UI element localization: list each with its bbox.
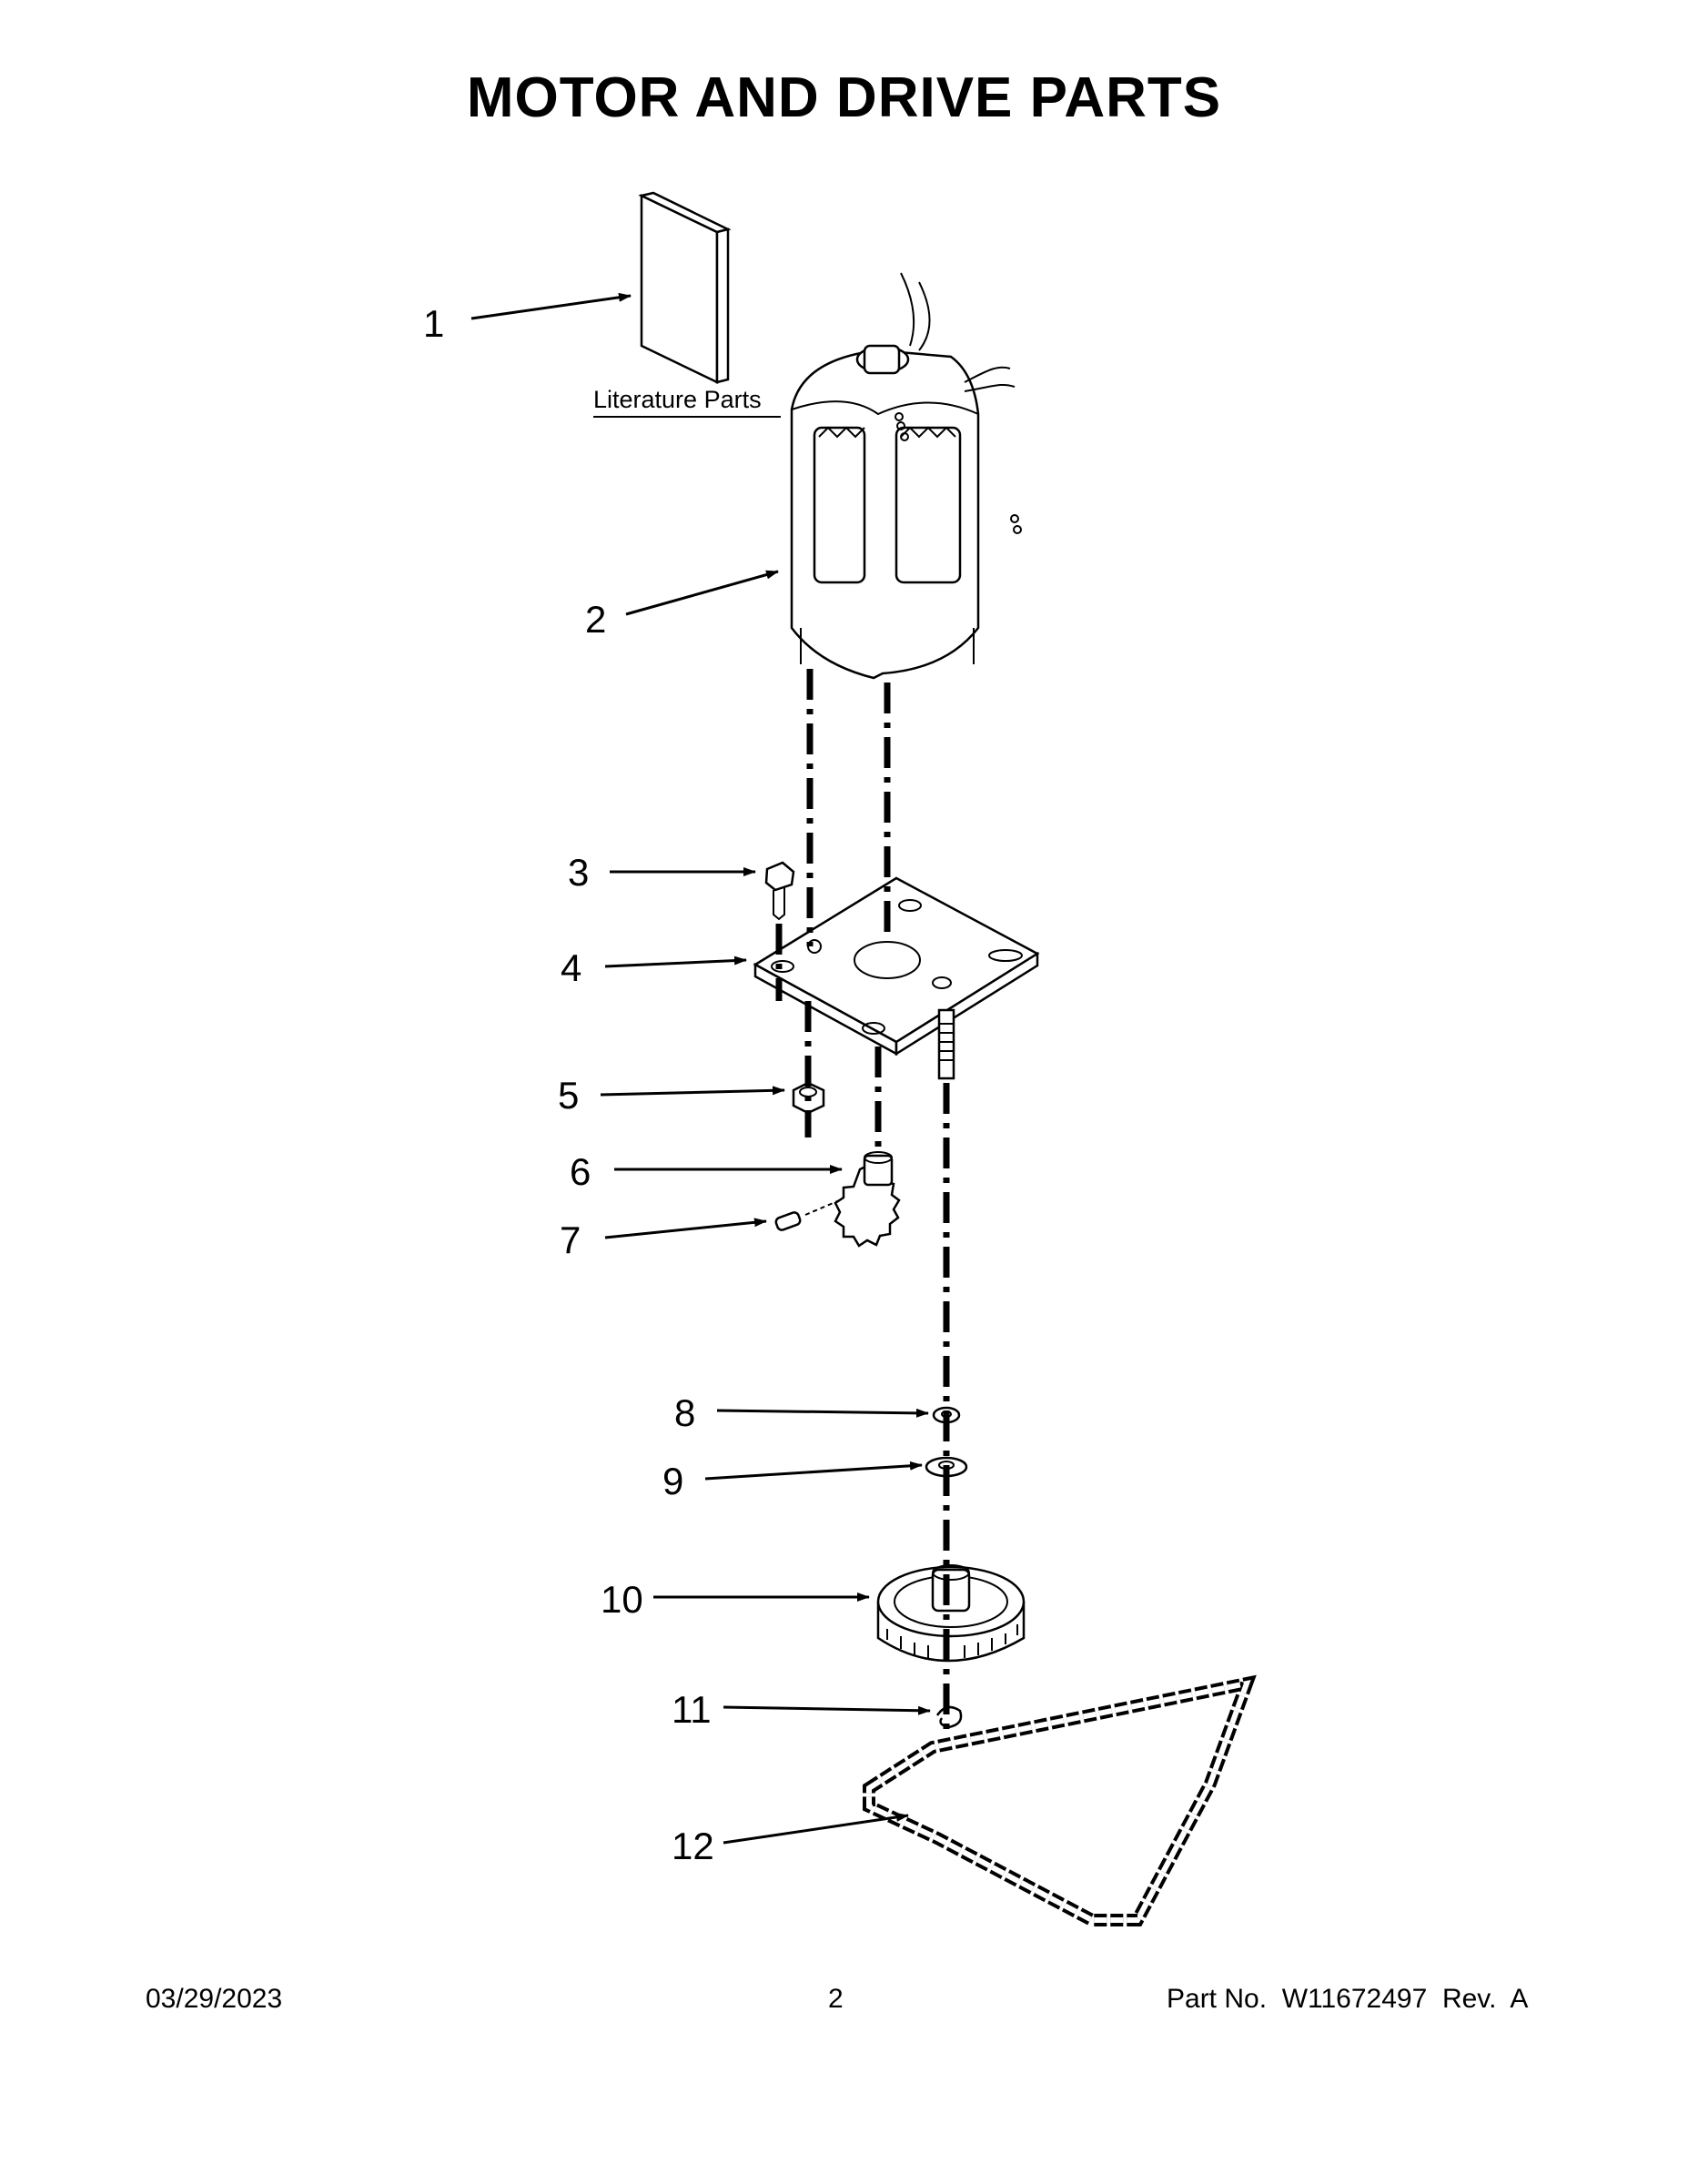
callout-2: 2: [585, 598, 606, 641]
callout-arrow-4: [604, 956, 747, 968]
callout-arrow-9: [704, 1461, 923, 1481]
drive-chain-part: [863, 1674, 1257, 1926]
callout-11: 11: [672, 1688, 712, 1731]
footer-part-number: Part No. W11672497 Rev. A: [1167, 1984, 1529, 2014]
callout-10: 10: [601, 1578, 643, 1621]
literature-parts-label: Literature Parts: [593, 386, 762, 413]
screw-part: [764, 861, 795, 921]
callout-4: 4: [561, 946, 581, 989]
mounting-stud-part: [937, 1008, 955, 1080]
callout-arrow-7: [604, 1218, 767, 1239]
callout-6: 6: [570, 1150, 591, 1193]
callout-arrow-11: [723, 1705, 931, 1715]
callout-arrow-1: [470, 292, 632, 320]
callout-1: 1: [423, 302, 444, 345]
motor-part: [790, 272, 1022, 680]
callout-arrow-2: [625, 570, 779, 616]
callout-3: 3: [568, 851, 589, 894]
callout-arrow-8: [716, 1408, 929, 1418]
callout-5: 5: [558, 1074, 579, 1117]
mounting-bracket-part: [753, 876, 1040, 1057]
footer-date: 03/29/2023: [146, 1984, 283, 2014]
callout-8: 8: [674, 1391, 695, 1434]
drive-sprocket-part: [834, 1151, 901, 1248]
drive-gear-part: [876, 1564, 1026, 1663]
page-title: MOTOR AND DRIVE PARTS: [466, 66, 1222, 129]
footer-page-number: 2: [828, 1984, 844, 2014]
callout-9: 9: [662, 1460, 683, 1502]
callout-7: 7: [560, 1218, 581, 1261]
callout-arrow-5: [600, 1086, 785, 1097]
set-screw-part: [774, 1198, 843, 1231]
callout-arrow-12: [723, 1812, 909, 1845]
literature-panel-part: [638, 191, 732, 384]
callout-12: 12: [672, 1825, 714, 1867]
